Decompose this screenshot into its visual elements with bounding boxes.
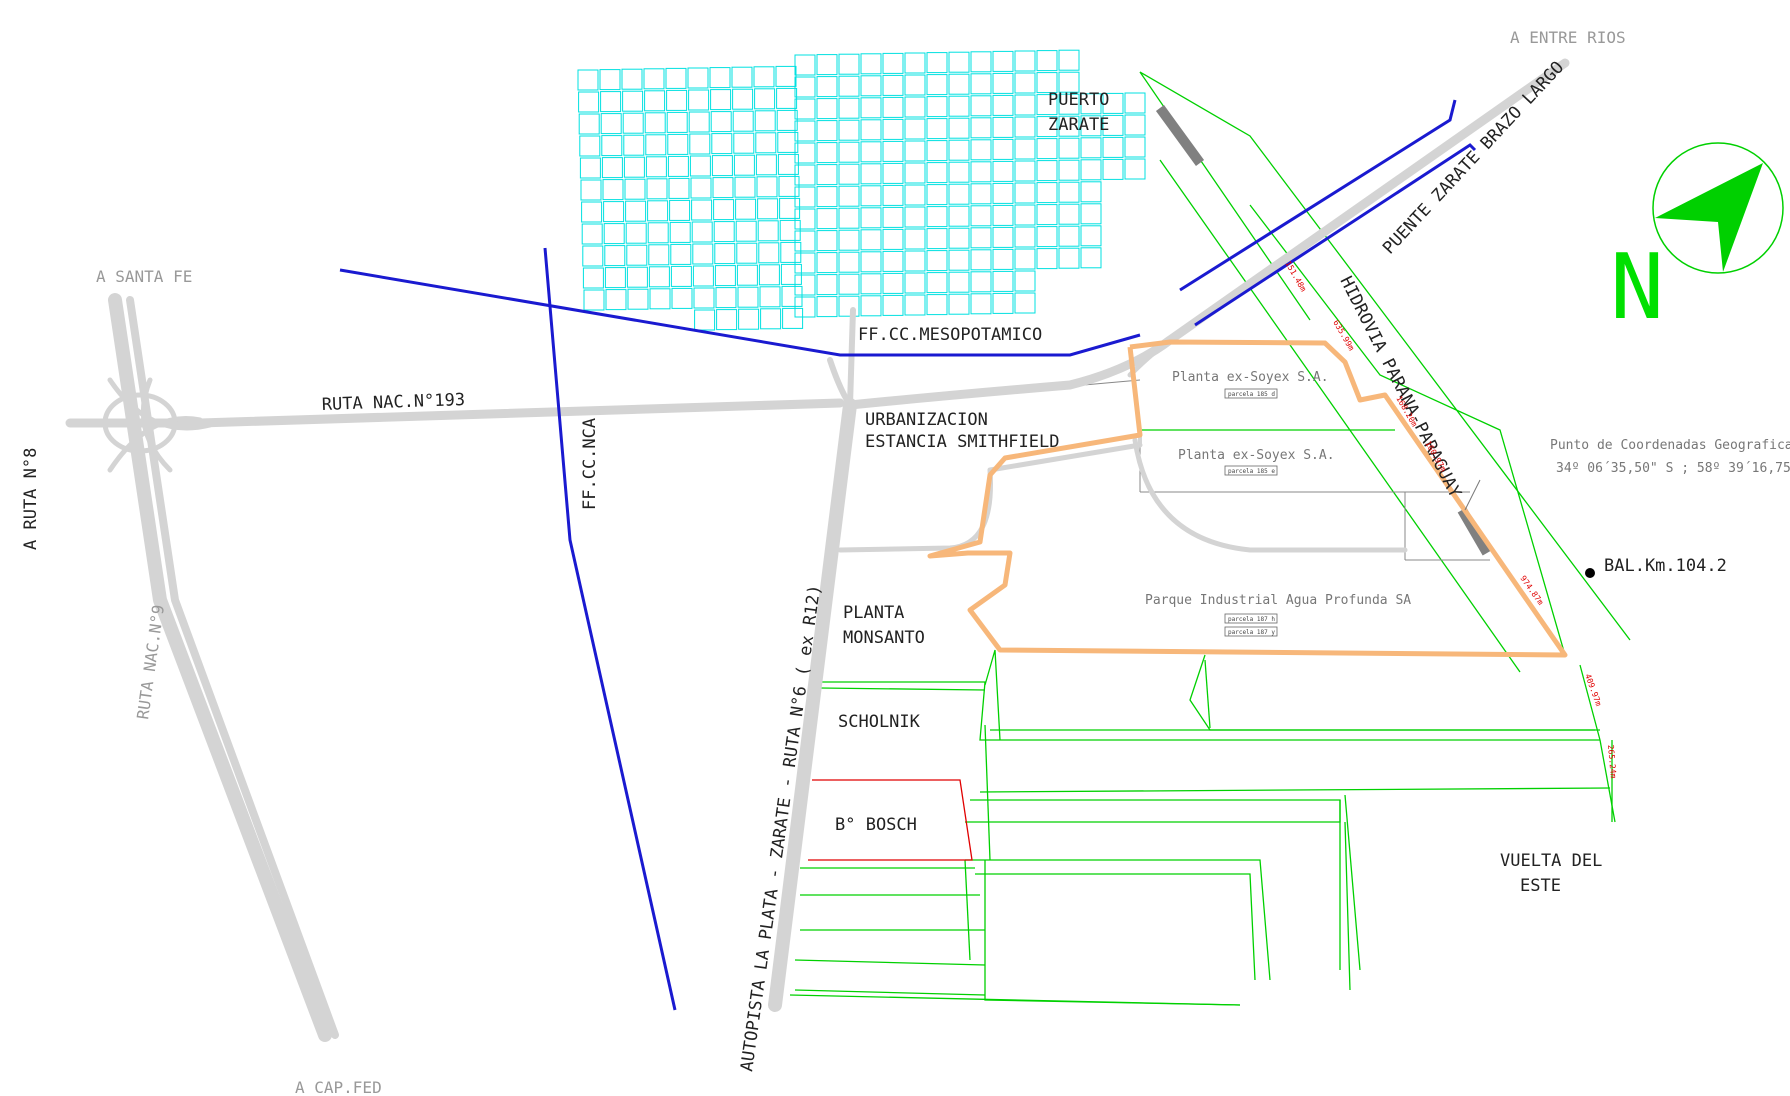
label-bal: BAL.Km.104.2 — [1604, 556, 1727, 576]
label-urbanizacion-2: ESTANCIA SMITHFIELD — [865, 432, 1059, 452]
parcel-2-name: Planta ex-Soyex S.A. — [1178, 448, 1335, 463]
label-puerto-2: ZARATE — [1048, 115, 1109, 135]
label-a-ruta-8: A RUTA N°8 — [21, 448, 41, 550]
label-vuelta-1: VUELTA DEL — [1500, 851, 1602, 871]
parcel-3-code-1: parcela 187 h — [1228, 616, 1275, 623]
parcel-3-code-2: parcela 187 y — [1228, 629, 1275, 636]
site-boundary — [927, 339, 1568, 658]
label-coord-value: 34º 06´35,50" S ; 58º 39´16,75" W — [1556, 461, 1790, 476]
label-scholnik: SCHOLNIK — [838, 712, 921, 732]
dimension-2: 635.99m — [1331, 319, 1356, 353]
label-puerto-1: PUERTO — [1048, 90, 1109, 110]
label-monsanto-1: PLANTA — [843, 603, 904, 623]
parcel-3-name: Parque Industrial Agua Profunda SA — [1145, 593, 1411, 608]
parcel-1-name: Planta ex-Soyex S.A. — [1172, 370, 1329, 385]
parcel-3-code-1-box — [1224, 613, 1278, 624]
label-bosch: B° BOSCH — [835, 815, 917, 835]
label-coord-title: Punto de Coordenadas Geograficas — [1550, 438, 1790, 453]
label-urbanizacion-1: URBANIZACION — [865, 410, 988, 430]
label-a-entre-rios: A ENTRE RIOS — [1510, 28, 1626, 47]
cadastral-lines — [789, 71, 1631, 1006]
parcel-3-code-2-box — [1224, 626, 1278, 637]
label-ffcc-meso: FF.CC.MESOPOTAMICO — [858, 325, 1042, 345]
dimension-7: 265.24m — [1606, 744, 1618, 779]
coord-leader — [1464, 479, 1481, 511]
label-a-cap-fed: A CAP.FED — [295, 1078, 382, 1096]
parcel-1-code-box — [1224, 388, 1278, 399]
label-ruta-9: RUTA NAC.N°9 — [133, 603, 168, 720]
label-ffcc-nca: FF.CC.NCA — [580, 418, 600, 510]
label-puente: PUENTE ZARATE BRAZO LARGO — [1379, 58, 1568, 259]
label-monsanto-2: MONSANTO — [843, 628, 925, 648]
road-network — [65, 58, 1570, 1042]
parcel-2-code-box — [1224, 465, 1278, 476]
north-arrow: N — [1610, 142, 1784, 340]
railway-lines — [339, 99, 1477, 1011]
north-letter: N — [1610, 235, 1664, 340]
parcel-2-code: parcela 185 e — [1228, 468, 1275, 475]
dock-markers — [1155, 105, 1492, 556]
label-a-santa-fe: A SANTA FE — [96, 267, 192, 286]
parcel-1-code: parcela 185 d — [1228, 391, 1275, 398]
label-ruta-193: RUTA NAC.N°193 — [321, 390, 465, 415]
bosch-red-lines — [808, 779, 973, 861]
label-vuelta-2: ESTE — [1520, 876, 1561, 896]
zarate-urban-grid — [577, 49, 1146, 331]
bal-point-marker — [1585, 568, 1595, 578]
